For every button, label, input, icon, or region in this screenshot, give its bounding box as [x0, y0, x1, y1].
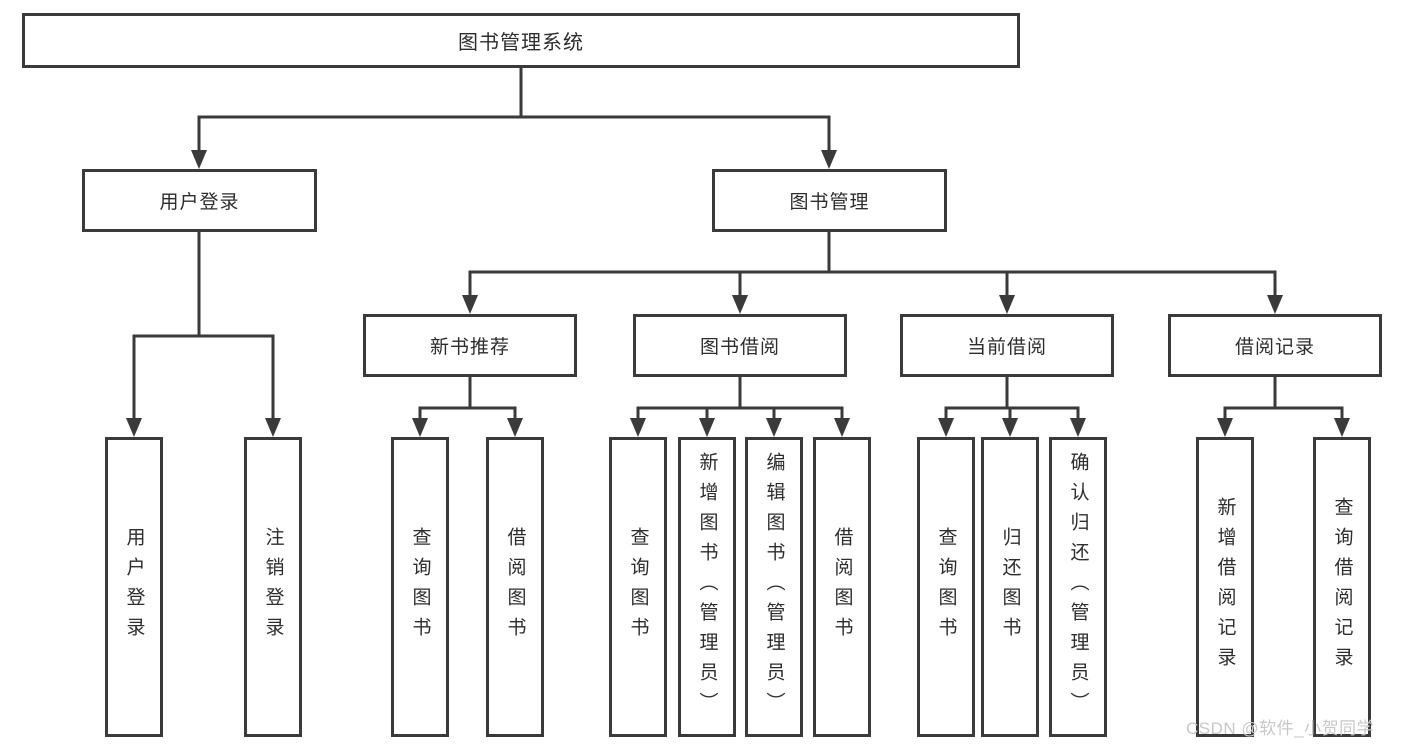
- leaf-borrow-books-recommend: 借阅图书: [486, 437, 544, 737]
- leaf-query-books-recommend: 查询图书: [391, 437, 449, 737]
- leaf-confirm-return-admin-label: 确认归还（管理员）: [1067, 452, 1089, 722]
- leaf-return-book-label: 归还图书: [999, 527, 1021, 647]
- node-current-borrowing-label: 当前借阅: [966, 337, 1047, 358]
- leaf-add-book-admin-label: 新增图书（管理员）: [696, 452, 718, 722]
- leaf-edit-book-admin-label: 编辑图书（管理员）: [763, 452, 785, 722]
- leaf-logout-label: 注销登录: [262, 527, 284, 647]
- node-book-borrowing: 图书借阅: [633, 314, 847, 377]
- leaf-query-books-current-label: 查询图书: [935, 527, 957, 647]
- node-new-book-recommend-label: 新书推荐: [429, 337, 510, 358]
- leaf-user-login: 用户登录: [105, 437, 163, 737]
- leaf-borrow-books-borrowing-label: 借阅图书: [831, 527, 853, 647]
- leaf-confirm-return-admin: 确认归还（管理员）: [1049, 437, 1107, 737]
- leaf-query-books-current: 查询图书: [917, 437, 975, 737]
- leaf-edit-book-admin: 编辑图书（管理员）: [745, 437, 803, 737]
- leaf-query-borrow-record: 查询借阅记录: [1313, 437, 1371, 737]
- node-library-system-label: 图书管理系统: [458, 32, 584, 54]
- node-new-book-recommend: 新书推荐: [363, 314, 577, 377]
- leaf-query-borrow-record-label: 查询借阅记录: [1331, 497, 1353, 677]
- leaf-borrow-books-borrowing: 借阅图书: [813, 437, 871, 737]
- arrowheads: [126, 150, 1350, 437]
- node-borrowing-records: 借阅记录: [1168, 314, 1382, 377]
- leaf-user-login-label: 用户登录: [123, 527, 145, 647]
- leaf-query-books-borrowing-label: 查询图书: [627, 527, 649, 647]
- node-book-management-label: 图书管理: [789, 192, 870, 213]
- node-current-borrowing: 当前借阅: [900, 314, 1114, 377]
- leaf-borrow-books-recommend-label: 借阅图书: [504, 527, 526, 647]
- leaf-query-books-borrowing: 查询图书: [609, 437, 667, 737]
- node-library-system: 图书管理系统: [22, 13, 1020, 68]
- node-user-login: 用户登录: [82, 169, 317, 232]
- csdn-watermark: CSDN @软件_小贺同学: [1186, 719, 1375, 738]
- node-book-borrowing-label: 图书借阅: [699, 337, 780, 358]
- node-book-management: 图书管理: [712, 169, 947, 232]
- leaf-add-borrow-record: 新增借阅记录: [1196, 437, 1254, 737]
- leaf-logout: 注销登录: [244, 437, 302, 737]
- node-borrowing-records-label: 借阅记录: [1234, 337, 1315, 358]
- leaf-return-book: 归还图书: [981, 437, 1039, 737]
- leaf-add-borrow-record-label: 新增借阅记录: [1214, 497, 1236, 677]
- leaf-add-book-admin: 新增图书（管理员）: [678, 437, 736, 737]
- leaf-query-books-recommend-label: 查询图书: [409, 527, 431, 647]
- node-user-login-label: 用户登录: [159, 192, 240, 213]
